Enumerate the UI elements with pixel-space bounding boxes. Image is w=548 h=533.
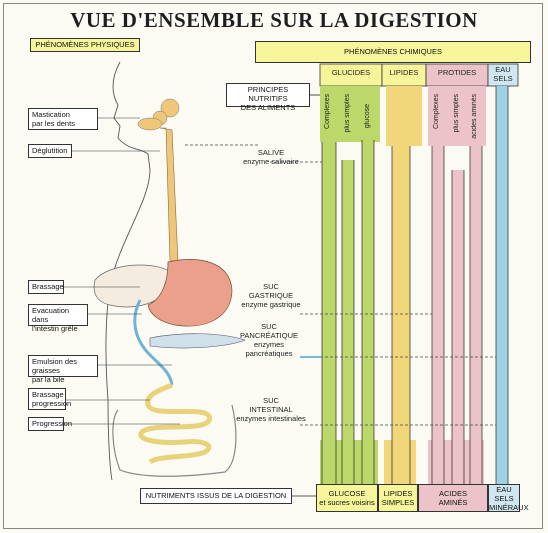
suc-pancreatique-line2: PANCRÉATIQUE <box>239 331 299 340</box>
nutrients-principles-box: PRINCIPES NUTRITIFS DES ALIMENTS <box>226 83 310 112</box>
product-acides-box: ACIDES AMINÉS <box>418 484 488 512</box>
lipides-wide-column <box>386 86 422 146</box>
progression-label: Progression <box>32 419 73 428</box>
salive-line1: SALIVE <box>257 148 285 157</box>
suc-pancreatique-line1: SUC <box>261 322 277 331</box>
evacuation-line1: Evacuation dans <box>32 306 70 324</box>
glucides-wide-column <box>320 86 380 142</box>
chemical-header: PHÉNOMÈNES CHIMIQUES <box>255 41 531 63</box>
glucides-glucose-column <box>362 140 374 482</box>
glucides-sub-simples: plus simples <box>344 94 351 133</box>
eau-label-line2: SELS <box>493 74 513 83</box>
esophagus <box>159 127 179 263</box>
suc-intestinal-label: SUC INTESTINAL enzymes intestinales <box>232 396 310 423</box>
emulsion-box: Emulsion des graisses par la bile <box>28 355 98 384</box>
mastication-line2: par les dents <box>32 119 75 128</box>
salivary-gland-1 <box>160 98 180 118</box>
deglutition-box: Déglutition <box>28 144 72 158</box>
bile-duct <box>133 299 174 386</box>
product-lipides-box: LIPIDES SIMPLES <box>378 484 418 512</box>
nutrients-principles-line2: DES ALIMENTS <box>240 103 296 112</box>
brassage-box: Brassage <box>28 280 64 294</box>
suc-intestinal-line3: enzymes intestinales <box>236 414 306 423</box>
physical-header-label: PHÉNOMÈNES PHYSIQUES <box>35 40 135 49</box>
product-glucose-line2: et sucres voisins <box>319 498 375 507</box>
protides-sub-simples: plus simples <box>453 94 460 133</box>
nutrients-principles-line1: PRINCIPES NUTRITIFS <box>247 85 289 103</box>
brassage-label: Brassage <box>32 282 64 291</box>
protides-amines-column <box>470 146 482 482</box>
outer-frame <box>3 3 543 529</box>
suc-gastrique-line2: GASTRIQUE <box>248 291 294 300</box>
eau-column <box>496 86 508 484</box>
large-intestine <box>112 404 237 477</box>
physical-leader-lines <box>64 117 180 425</box>
pancreas <box>149 333 246 349</box>
product-eau-line1: EAU <box>496 485 512 494</box>
mastication-line1: Mastication <box>32 110 70 119</box>
product-eau-line3: MINÉRAUX <box>489 503 529 512</box>
glucides-funnel <box>320 440 378 484</box>
product-eau-line2: SELS <box>494 494 514 503</box>
mouth <box>137 117 163 131</box>
lipides-label: LIPIDES <box>389 68 419 77</box>
protides-sub-amines: acides aminés <box>471 94 478 139</box>
product-glucose-line1: GLUCOSE <box>328 489 366 498</box>
suc-pancreatique-line4: pancréatiques <box>245 349 293 358</box>
eau-label: EAU SELS <box>488 65 518 83</box>
suc-gastrique-line1: SUC <box>263 282 279 291</box>
protides-wide-column <box>428 86 486 146</box>
glucides-sub-glucose: glucose <box>364 104 371 129</box>
suc-gastrique-label: SUC GASTRIQUE enzyme gastrique <box>236 282 306 309</box>
salive-label: SALIVE enzyme salivaire <box>234 148 308 166</box>
brassage-progression-box: Brassage progression <box>28 388 72 410</box>
suc-intestinal-line1: SUC <box>263 396 279 405</box>
digestion-products-box: NUTRIMENTS ISSUS DE LA DIGESTION <box>140 488 292 504</box>
protides-complexes-column <box>432 146 444 482</box>
small-intestine <box>138 382 212 465</box>
emulsion-line1: Emulsion des graisses <box>32 357 78 375</box>
protides-funnel <box>428 440 484 484</box>
evacuation-line2: l'intestin grêle <box>32 324 78 333</box>
lipides-funnel <box>384 440 416 484</box>
suc-gastrique-line3: enzyme gastrique <box>241 300 301 309</box>
product-acides-line2: AMINÉS <box>438 498 468 507</box>
column-outlines <box>321 86 509 484</box>
protides-simples-column <box>452 170 464 482</box>
juice-arrows <box>184 144 496 426</box>
page-title: VUE D'ENSEMBLE SUR LA DIGESTION <box>70 8 478 32</box>
progression-box: Progression <box>28 417 72 431</box>
digestion-products-label: NUTRIMENTS ISSUS DE LA DIGESTION <box>145 491 287 500</box>
brassage-progression-line2: progression <box>32 399 72 408</box>
stomach <box>147 259 233 327</box>
suc-pancreatique-label: SUC PANCRÉATIQUE enzymes pancréatiques <box>234 322 304 358</box>
product-lipides-line1: LIPIDES <box>383 489 413 498</box>
glucides-label: GLUCIDES <box>331 68 371 77</box>
product-glucose-box: GLUCOSE et sucres voisins <box>316 484 378 512</box>
salive-line2: enzyme salivaire <box>243 157 299 166</box>
eau-label-line1: EAU <box>495 65 511 74</box>
evacuation-box: Evacuation dans l'intestin grêle <box>28 304 88 333</box>
product-eau-box: EAU SELS MINÉRAUX <box>488 484 529 512</box>
suc-intestinal-line2: INTESTINAL <box>249 405 293 414</box>
protides-sub-complexes: Complexes <box>433 94 440 130</box>
protides-label: PROTIDES <box>437 68 477 77</box>
glucides-complexes-column <box>322 142 336 482</box>
brassage-progression-line1: Brassage <box>32 390 64 399</box>
glucides-simples-column <box>342 160 354 482</box>
physical-header: PHÉNOMÈNES PHYSIQUES <box>30 38 140 52</box>
deglutition-label: Déglutition <box>32 146 68 155</box>
mastication-box: Mastication par les dents <box>28 108 98 130</box>
suc-pancreatique-line3: enzymes <box>253 340 284 349</box>
chemical-header-label: PHÉNOMÈNES CHIMIQUES <box>344 47 442 56</box>
glucides-sub-complexes: Complexes <box>324 94 331 130</box>
product-acides-line1: ACIDES <box>439 489 467 498</box>
emulsion-line2: par la bile <box>32 375 65 384</box>
product-lipides-line2: SIMPLES <box>381 498 415 507</box>
